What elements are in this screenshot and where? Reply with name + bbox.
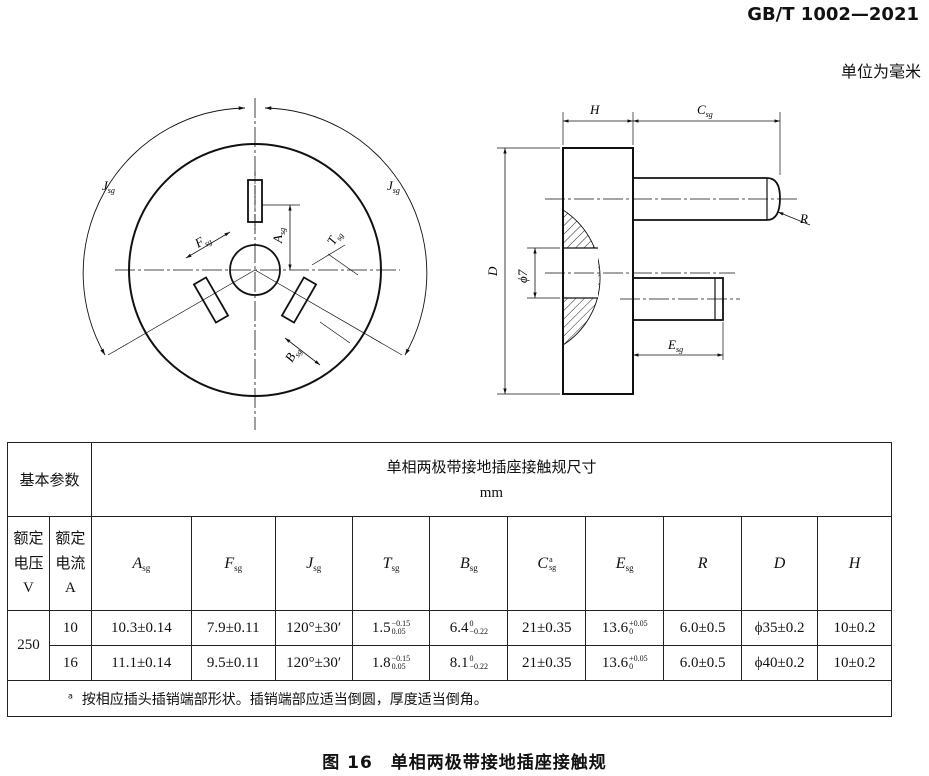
table-cell: 10±0.2	[817, 610, 892, 646]
label-E: Esg	[667, 337, 683, 354]
label-T: Tsg	[324, 228, 346, 249]
label-H: H	[589, 102, 600, 117]
left-pin-slot	[192, 276, 230, 324]
col-header-D: D	[741, 516, 818, 611]
table-cell: 21±0.35	[507, 645, 587, 681]
label-D: D	[485, 266, 500, 277]
label-F: Fsg	[191, 230, 213, 253]
label-A: Asg	[270, 228, 287, 244]
table-cell: ϕ40±0.2	[741, 645, 818, 681]
right-pin-slot	[280, 276, 318, 324]
col-header-A: Asg	[90, 516, 192, 611]
side-view	[497, 112, 811, 395]
group-title: 单相两极带接地插座接触规尺寸	[386, 457, 597, 476]
group-header: 单相两极带接地插座接触规尺寸 mm	[90, 442, 893, 517]
table-cell: 7.9±0.11	[190, 610, 276, 646]
table-cell: 120°±30′	[274, 610, 353, 646]
standard-number: GB/T 1002—2021	[747, 4, 919, 25]
table-cell: 11.1±0.14	[90, 645, 192, 681]
col-header-T: Tsg	[351, 516, 431, 611]
table-footnote: a 按相应插头插销端部形状。插销端部应适当倒圆，厚度适当倒角。	[7, 680, 892, 717]
group-unit: mm	[479, 484, 504, 501]
table-cell: 6.0±0.5	[663, 645, 743, 681]
table-cell: 10	[48, 610, 92, 646]
col-header-E: Esg	[585, 516, 665, 611]
label-J-left: Jsg	[102, 178, 115, 195]
basic-params-header: 基本参数	[7, 442, 92, 517]
label-J-right: Jsg	[387, 178, 400, 195]
figure-caption: 图 16 单相两极带接地插座接触规	[322, 753, 607, 773]
table-cell: 10±0.2	[817, 645, 892, 681]
side-view-labels: H Csg R D ϕ7 Esg	[485, 102, 808, 354]
label-C: Csg	[697, 102, 713, 119]
label-B: Bsg	[282, 344, 304, 366]
col-header-R: R	[663, 516, 743, 611]
table-cell: 10.3±0.14	[90, 610, 192, 646]
col-header-J: Jsg	[274, 516, 353, 611]
unit-note: 单位为毫米	[840, 62, 921, 81]
table-cell: 21±0.35	[507, 610, 587, 646]
table-cell: 6.0±0.5	[663, 610, 743, 646]
table-cell: 120°±30′	[274, 645, 353, 681]
table-row: 250 10 10.3±0.14 7.9±0.11 120°±30′ 1.5−0…	[7, 610, 892, 681]
earth-pin	[633, 177, 781, 221]
col-header-H: H	[817, 516, 892, 611]
gauge-body	[562, 147, 634, 395]
table-cell: 9.5±0.11	[190, 645, 276, 681]
col-header-B: Bsg	[429, 516, 509, 611]
table-cell: 16	[48, 645, 92, 681]
front-view	[82, 98, 428, 430]
label-R: R	[799, 211, 808, 226]
technical-drawing: Jsg Jsg Fsg Asg Tsg Bsg	[82, 98, 811, 430]
label-phi7: ϕ7	[515, 269, 530, 283]
col-header-F: Fsg	[190, 516, 276, 611]
voltage-cell: 250	[7, 610, 50, 681]
table-cell: ϕ35±0.2	[741, 610, 818, 646]
